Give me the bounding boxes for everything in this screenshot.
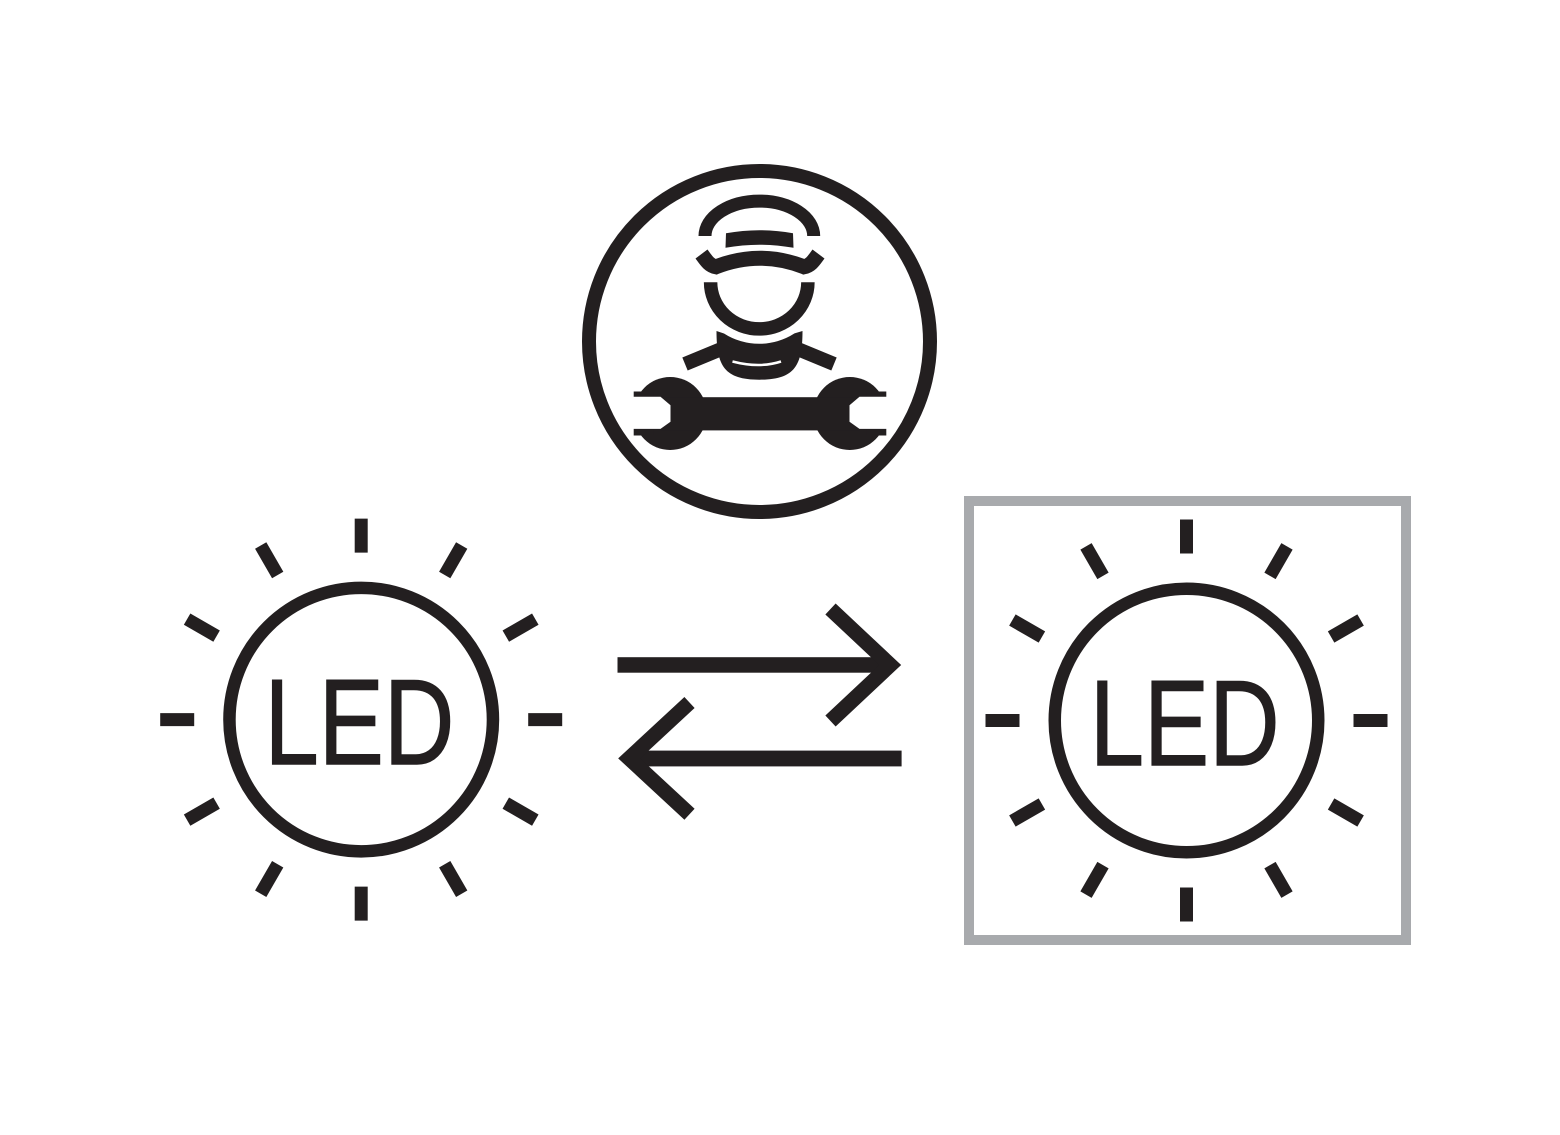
svg-text:LED: LED — [1090, 656, 1280, 792]
svg-text:LED: LED — [264, 655, 454, 791]
